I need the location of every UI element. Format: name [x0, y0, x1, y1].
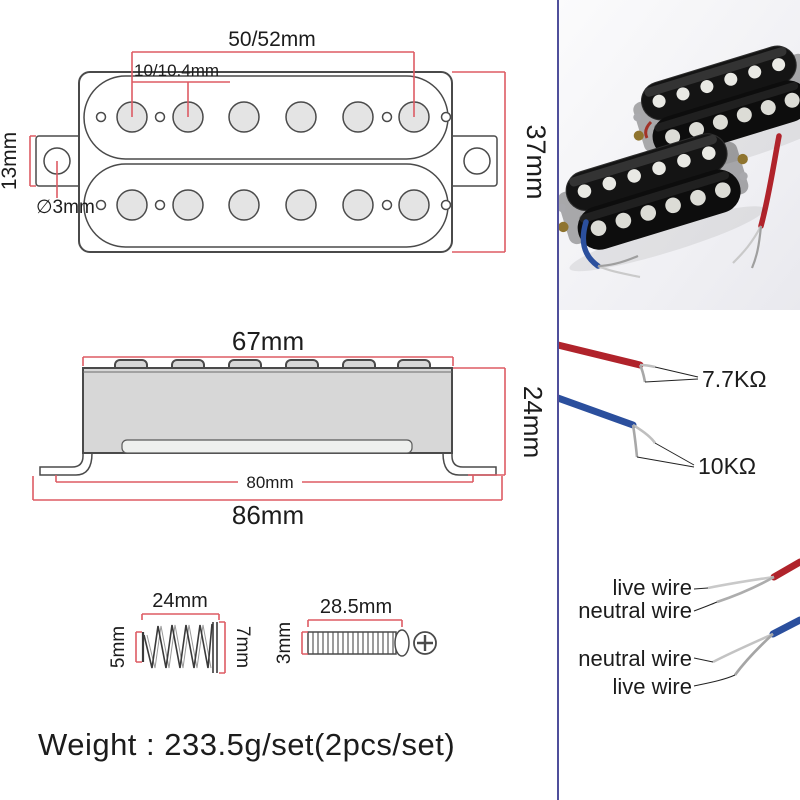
side-view-drawing: 67mm 24mm 80mm 86mm: [32, 330, 548, 530]
blue-pair-callout: neutral wire live wire: [578, 616, 800, 699]
dim-side-height-label: 24mm: [518, 386, 548, 458]
red-wire: [770, 558, 800, 581]
dim-top-width: 67mm: [82, 330, 454, 366]
spring-coil: [143, 623, 213, 669]
wire-name-callouts: live wire neutral wire neutral wire live…: [578, 558, 800, 699]
screw-threads: [312, 632, 394, 654]
bridge-strand-2: [750, 225, 763, 269]
dim-spring-large-end-label: 7mm: [232, 626, 253, 668]
dim-pole-spacing-label: 50/52mm: [228, 28, 316, 51]
dim-tab-width-label: 13mm: [0, 132, 21, 190]
side-body: [82, 367, 453, 454]
red-live-label: live wire: [613, 575, 692, 600]
dim-leg-span: 80mm: [55, 473, 474, 492]
dim-hole-diameter: ∅3mm: [36, 161, 95, 218]
blue-strand-1: [632, 423, 657, 444]
neck-blue-wire: [580, 219, 601, 269]
hardware-drawings: 24mm 5mm 7mm 28.5mm 3mm: [108, 590, 437, 674]
dim-side-height: 24mm: [453, 367, 548, 476]
dim-screw-length-label: 28.5mm: [320, 596, 392, 618]
right-tab-hole: [463, 147, 491, 175]
red-neutral-strand: [716, 575, 775, 604]
mounting-tabs: [35, 135, 498, 187]
base-legs: [39, 452, 497, 476]
pickup-photo-bridge: [619, 35, 800, 269]
blue-neutral-label: neutral wire: [578, 646, 692, 671]
neck-strand-2: [597, 254, 639, 268]
blue-live-label: live wire: [613, 674, 692, 699]
red-strand-1: [639, 363, 656, 369]
dim-pole-pitch-label: 10/10.4mm: [134, 61, 219, 80]
blue-live-strand: [733, 633, 774, 676]
bridge-red-wire: [758, 133, 782, 229]
resistance-callouts: 7.7KΩ 10KΩ: [558, 341, 767, 479]
dim-body-height: 37mm: [452, 71, 551, 253]
pole-row-bottom: [95, 189, 452, 221]
dim-pole-pitch: 10/10.4mm: [132, 61, 230, 117]
dim-top-width-label: 67mm: [232, 330, 304, 356]
spring-drawing: 24mm 5mm 7mm: [108, 590, 253, 674]
dim-spring-small-end-label: 5mm: [108, 626, 129, 668]
blue-wire: [769, 616, 800, 638]
dim-screw-diameter-label: 3mm: [274, 622, 295, 664]
bridge-strand-1: [732, 225, 762, 264]
screw-head: [394, 629, 410, 657]
phillips-screwdriver-icon: [413, 631, 437, 655]
bridge-resistance-callout: 7.7KΩ: [558, 341, 767, 392]
top-view-drawing: 50/52mm 10/10.4mm 37mm 13mm ∅3mm: [0, 28, 551, 253]
neck-strand-1: [597, 264, 641, 279]
neck-resistance-callout: 10KΩ: [558, 394, 756, 479]
red-live-strand: [707, 575, 775, 590]
bobbin-base-inset: [121, 439, 413, 454]
dim-spring-length-label: 24mm: [152, 590, 208, 612]
pole-row-top: [95, 101, 452, 133]
bridge-lead-stub: [644, 120, 653, 139]
blue-neutral-strand: [712, 632, 774, 664]
bridge-resistance-label: 7.7KΩ: [702, 366, 767, 392]
screw-drawing: 28.5mm 3mm: [274, 596, 437, 664]
red-wire: [558, 341, 644, 369]
weight-note: Weight : 233.5g/set(2pcs/set): [38, 727, 456, 762]
neck-resistance-label: 10KΩ: [698, 453, 756, 479]
product-photo: [558, 0, 800, 310]
blue-strand-2: [631, 424, 639, 458]
dim-hole-diameter-label: ∅3mm: [36, 197, 95, 218]
pickup-photo-neck: [558, 122, 769, 282]
right-leg: [442, 452, 497, 476]
dim-pole-spacing: 50/52mm: [131, 28, 415, 117]
red-pair-callout: live wire neutral wire: [578, 558, 800, 623]
red-neutral-label: neutral wire: [578, 598, 692, 623]
dim-tab-width: 13mm: [0, 132, 36, 190]
blue-wire: [558, 394, 637, 429]
dim-base-width: 86mm: [32, 476, 503, 530]
dim-base-width-label: 86mm: [232, 500, 304, 530]
red-strand-2: [638, 364, 647, 383]
section-divider: [557, 0, 559, 800]
left-leg: [39, 452, 93, 476]
dim-body-height-label: 37mm: [521, 124, 551, 199]
dim-leg-span-label: 80mm: [246, 473, 293, 492]
